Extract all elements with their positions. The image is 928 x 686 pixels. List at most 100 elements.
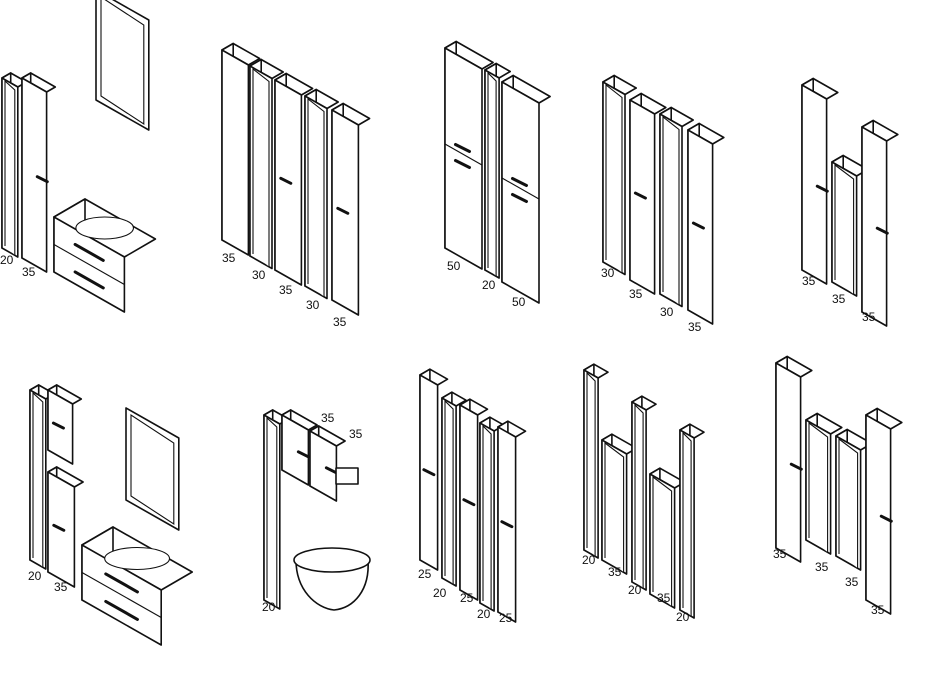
shelf-frame	[838, 437, 859, 568]
dimension-label: 35	[657, 591, 671, 605]
dimension-label: 35	[222, 251, 236, 265]
handle-icon	[510, 177, 528, 187]
group-set-4: 30 35 30 35	[601, 266, 702, 334]
handle-icon	[633, 191, 647, 200]
dimension-label: 25	[499, 611, 513, 625]
shelf-frame	[808, 421, 829, 552]
shelf-frame	[586, 371, 596, 556]
dimension-label: 20	[262, 600, 276, 614]
dimension-label: 35	[688, 320, 702, 334]
basin-icon	[104, 546, 171, 571]
dimension-label: 25	[418, 567, 432, 581]
handle-icon	[279, 176, 293, 185]
dimension-label: 20	[676, 610, 690, 624]
flush-plate-icon	[335, 467, 359, 485]
cabinet-front	[501, 81, 540, 304]
dimension-label: 35	[862, 310, 876, 324]
shelf-frame	[4, 79, 16, 255]
shelf-frame	[634, 403, 644, 588]
dimension-label: 20	[477, 607, 491, 621]
dimension-label: 35	[333, 315, 347, 329]
dimension-label: 35	[815, 560, 829, 574]
dimension-label: 50	[447, 259, 461, 273]
cabinet-front	[444, 47, 483, 270]
dimension-label: 30	[601, 266, 615, 280]
dimension-label: 35	[321, 411, 335, 425]
shelf-frame	[252, 67, 270, 267]
mirror-glass	[100, 0, 145, 126]
dimension-label: 35	[845, 575, 859, 589]
handle-icon	[789, 462, 803, 471]
group-set-1: 20 35	[0, 253, 36, 279]
cabinet-front	[21, 77, 48, 273]
handle-icon	[691, 221, 705, 230]
drawer-handle-icon	[104, 599, 139, 621]
dimension-label: 20	[482, 278, 496, 292]
group-set-10: 35 35 35 35	[773, 547, 885, 617]
group-set-2: 35 30 35 30 35	[222, 251, 347, 329]
handle-icon	[510, 193, 528, 203]
group-set-5: 35 35 35	[802, 274, 876, 324]
shelf-frame	[652, 475, 673, 606]
dimension-label: 35	[832, 292, 846, 306]
shelf-frame	[32, 391, 44, 567]
basin-icon	[75, 216, 135, 240]
handle-icon	[52, 523, 66, 532]
drawer-split-line	[53, 244, 125, 285]
dimension-label: 20	[628, 583, 642, 597]
group-set-6: 20 35	[28, 569, 68, 594]
toilet-seat-icon	[293, 547, 371, 573]
dimension-label: 35	[22, 265, 36, 279]
dimension-label: 35	[773, 547, 787, 561]
handle-icon	[324, 466, 338, 475]
drawer-handle-icon	[73, 242, 105, 262]
dimension-label: 20	[0, 253, 14, 267]
handle-icon	[875, 226, 889, 235]
shelf-frame	[605, 83, 623, 273]
dimension-label: 35	[802, 274, 816, 288]
cabinet-front	[865, 414, 892, 615]
dimension-label: 20	[433, 586, 447, 600]
handle-icon	[453, 143, 471, 153]
dimension-label: 35	[629, 287, 643, 301]
shelf-frame	[307, 97, 325, 297]
shelf-frame	[266, 416, 278, 607]
shelf-frame	[682, 431, 692, 616]
handle-icon	[815, 184, 829, 193]
handle-icon	[879, 514, 893, 523]
dimension-label: 35	[54, 580, 68, 594]
cabinet-front	[309, 430, 338, 502]
group-set-9: 20 35 20 35 20	[582, 553, 690, 624]
shelf-frame	[834, 163, 855, 294]
dimension-label: 50	[512, 295, 526, 309]
diagram-artwork	[1, 0, 903, 646]
dimension-label: 30	[660, 305, 674, 319]
drawer-handle-icon	[73, 270, 105, 290]
dimension-label: 35	[608, 565, 622, 579]
shelf-frame	[487, 71, 497, 276]
door-split-line	[501, 177, 540, 200]
dimension-label: 35	[349, 427, 363, 441]
handle-icon	[51, 421, 65, 430]
shelf-frame	[662, 115, 680, 305]
cabinet-front	[801, 84, 828, 285]
dimension-label: 30	[252, 268, 266, 282]
dimension-label: 20	[28, 569, 42, 583]
drawer-handle-icon	[104, 572, 139, 594]
dimension-label: 30	[306, 298, 320, 312]
toilet-bowl-icon	[295, 559, 369, 611]
cabinet-front	[281, 414, 310, 486]
handle-icon	[296, 450, 310, 459]
handle-icon	[336, 206, 350, 215]
cabinet-front	[221, 49, 250, 256]
cabinet-front	[861, 126, 888, 327]
cabinet-front	[775, 362, 802, 563]
group-set-3: 50 20 50	[447, 259, 526, 309]
mirror-glass	[130, 413, 175, 526]
dimension-label: 20	[582, 553, 596, 567]
dimension-label: 35	[279, 283, 293, 297]
handle-icon	[462, 498, 476, 507]
dimension-label: 25	[460, 591, 474, 605]
door-split-line	[444, 143, 483, 166]
